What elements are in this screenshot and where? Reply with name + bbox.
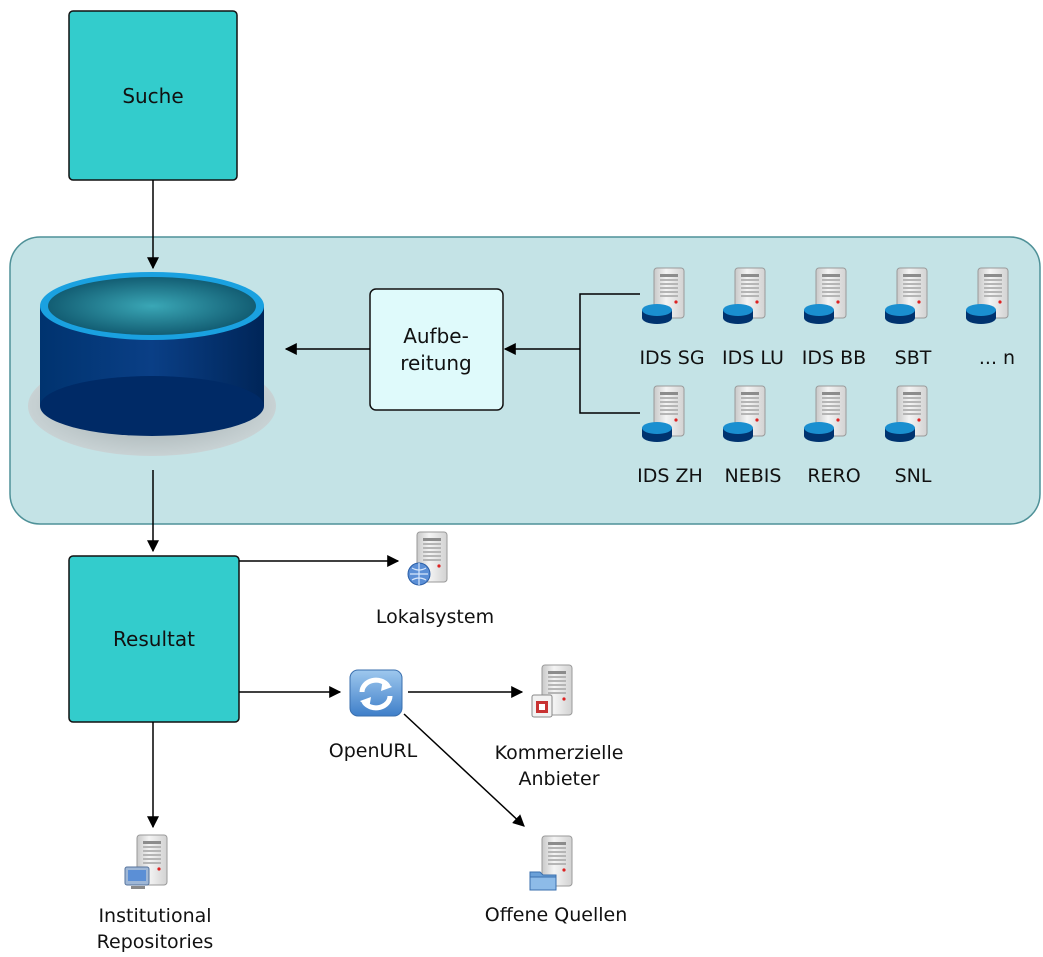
sources-bracket [579,293,640,414]
commercial-label-line2: Anbieter [518,768,599,790]
index-panel [9,236,1041,525]
open-sources-server-icon [529,835,573,891]
source-label: IDS BB [802,347,866,369]
processing-label-line2: reitung [400,351,472,375]
source-label: IDS ZH [637,465,703,487]
processing-label-line1: Aufbe- [403,324,469,348]
sync-arrows-icon [349,669,403,717]
open-sources-label: Offene Quellen [485,904,627,926]
source-server-icon [723,267,766,324]
source-server-icon [885,267,928,324]
source-server-icon [966,267,1009,324]
source-server-icon [804,385,847,442]
repositories-server-icon [124,834,168,889]
source-server-icon [642,385,685,442]
commercial-server-icon [531,664,573,718]
commercial-label-line1: Kommerzielle [495,742,624,764]
openurl-label: OpenURL [329,740,418,762]
result-label: Resultat [113,627,195,651]
result-box [68,555,240,723]
source-server-icon [885,385,928,442]
source-server-icon [804,267,847,324]
repositories-label-line1: Institutional [98,905,211,927]
repositories-label-line2: Repositories [97,931,214,953]
source-server-icon [723,385,766,442]
database-icon [28,272,276,456]
source-label: IDS LU [722,347,784,369]
source-label: RERO [807,465,860,487]
source-server-icon [642,267,685,324]
local-system-server-icon [407,531,448,586]
source-label: SBT [895,347,932,369]
source-label: IDS SG [639,347,704,369]
source-label: NEBIS [725,465,782,487]
source-label: SNL [895,465,932,487]
local-system-label: Lokalsystem [376,606,494,628]
arrow-openurl-to-open-sources [403,713,525,827]
source-label: ... n [979,347,1015,369]
processing-box [369,288,504,411]
search-label: Suche [122,84,183,108]
